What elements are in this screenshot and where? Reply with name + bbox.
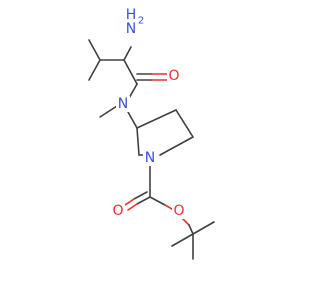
amide-n-label: N xyxy=(118,96,128,112)
bond-carbamate-double-2 xyxy=(133,191,148,200)
bond-amide-n-methyl xyxy=(99,105,118,118)
bond-ring-c4-c5 xyxy=(175,109,194,138)
bond-isopropyl-methyl-2 xyxy=(88,59,101,81)
amide-o-label: O xyxy=(168,68,179,84)
carbamate-o-double-label: O xyxy=(112,203,123,219)
bond-amide-n-ring xyxy=(127,111,138,129)
molecule-structure: H 2 N O N N O O xyxy=(88,3,215,260)
atom-amide-o: O xyxy=(167,68,181,84)
bond-ring-c3-c4 xyxy=(136,109,177,129)
bond-ester-o-tbu xyxy=(182,218,190,226)
bond-isopropyl-methyl-1 xyxy=(88,39,101,61)
bond-alpha-amine xyxy=(123,46,132,61)
bond-tbu-methyl-2 xyxy=(192,221,215,235)
bond-carbamate-double-1b xyxy=(127,203,138,211)
amine-subscript: 2 xyxy=(138,16,144,27)
amine-n-label: N xyxy=(126,21,136,37)
ring-n-label: N xyxy=(145,150,155,166)
bond-ring-c3-c2 xyxy=(136,127,140,156)
bond-tbu-methyl-1 xyxy=(171,233,194,247)
atom-carbamate-o-double: O xyxy=(111,203,125,220)
amine-h-label: H xyxy=(126,7,137,23)
bond-carbamate-double-1 xyxy=(136,196,151,205)
atom-amine: H 2 N xyxy=(121,3,149,37)
atom-amide-n: N xyxy=(116,96,130,112)
bond-alpha-carbonyl xyxy=(123,59,138,85)
bond-carbamate-ester-ob xyxy=(164,204,173,210)
bond-carbamate-double-2b xyxy=(124,198,135,206)
carbamate-o-single-label: O xyxy=(173,203,184,219)
atom-ring-n: N xyxy=(143,150,157,166)
bond-carbamate-ester-o xyxy=(149,196,166,206)
bond-ester-o-tbu-b xyxy=(188,224,194,235)
bond-ring-c5-n xyxy=(159,136,194,156)
atom-carbamate-o-single: O xyxy=(172,203,186,219)
